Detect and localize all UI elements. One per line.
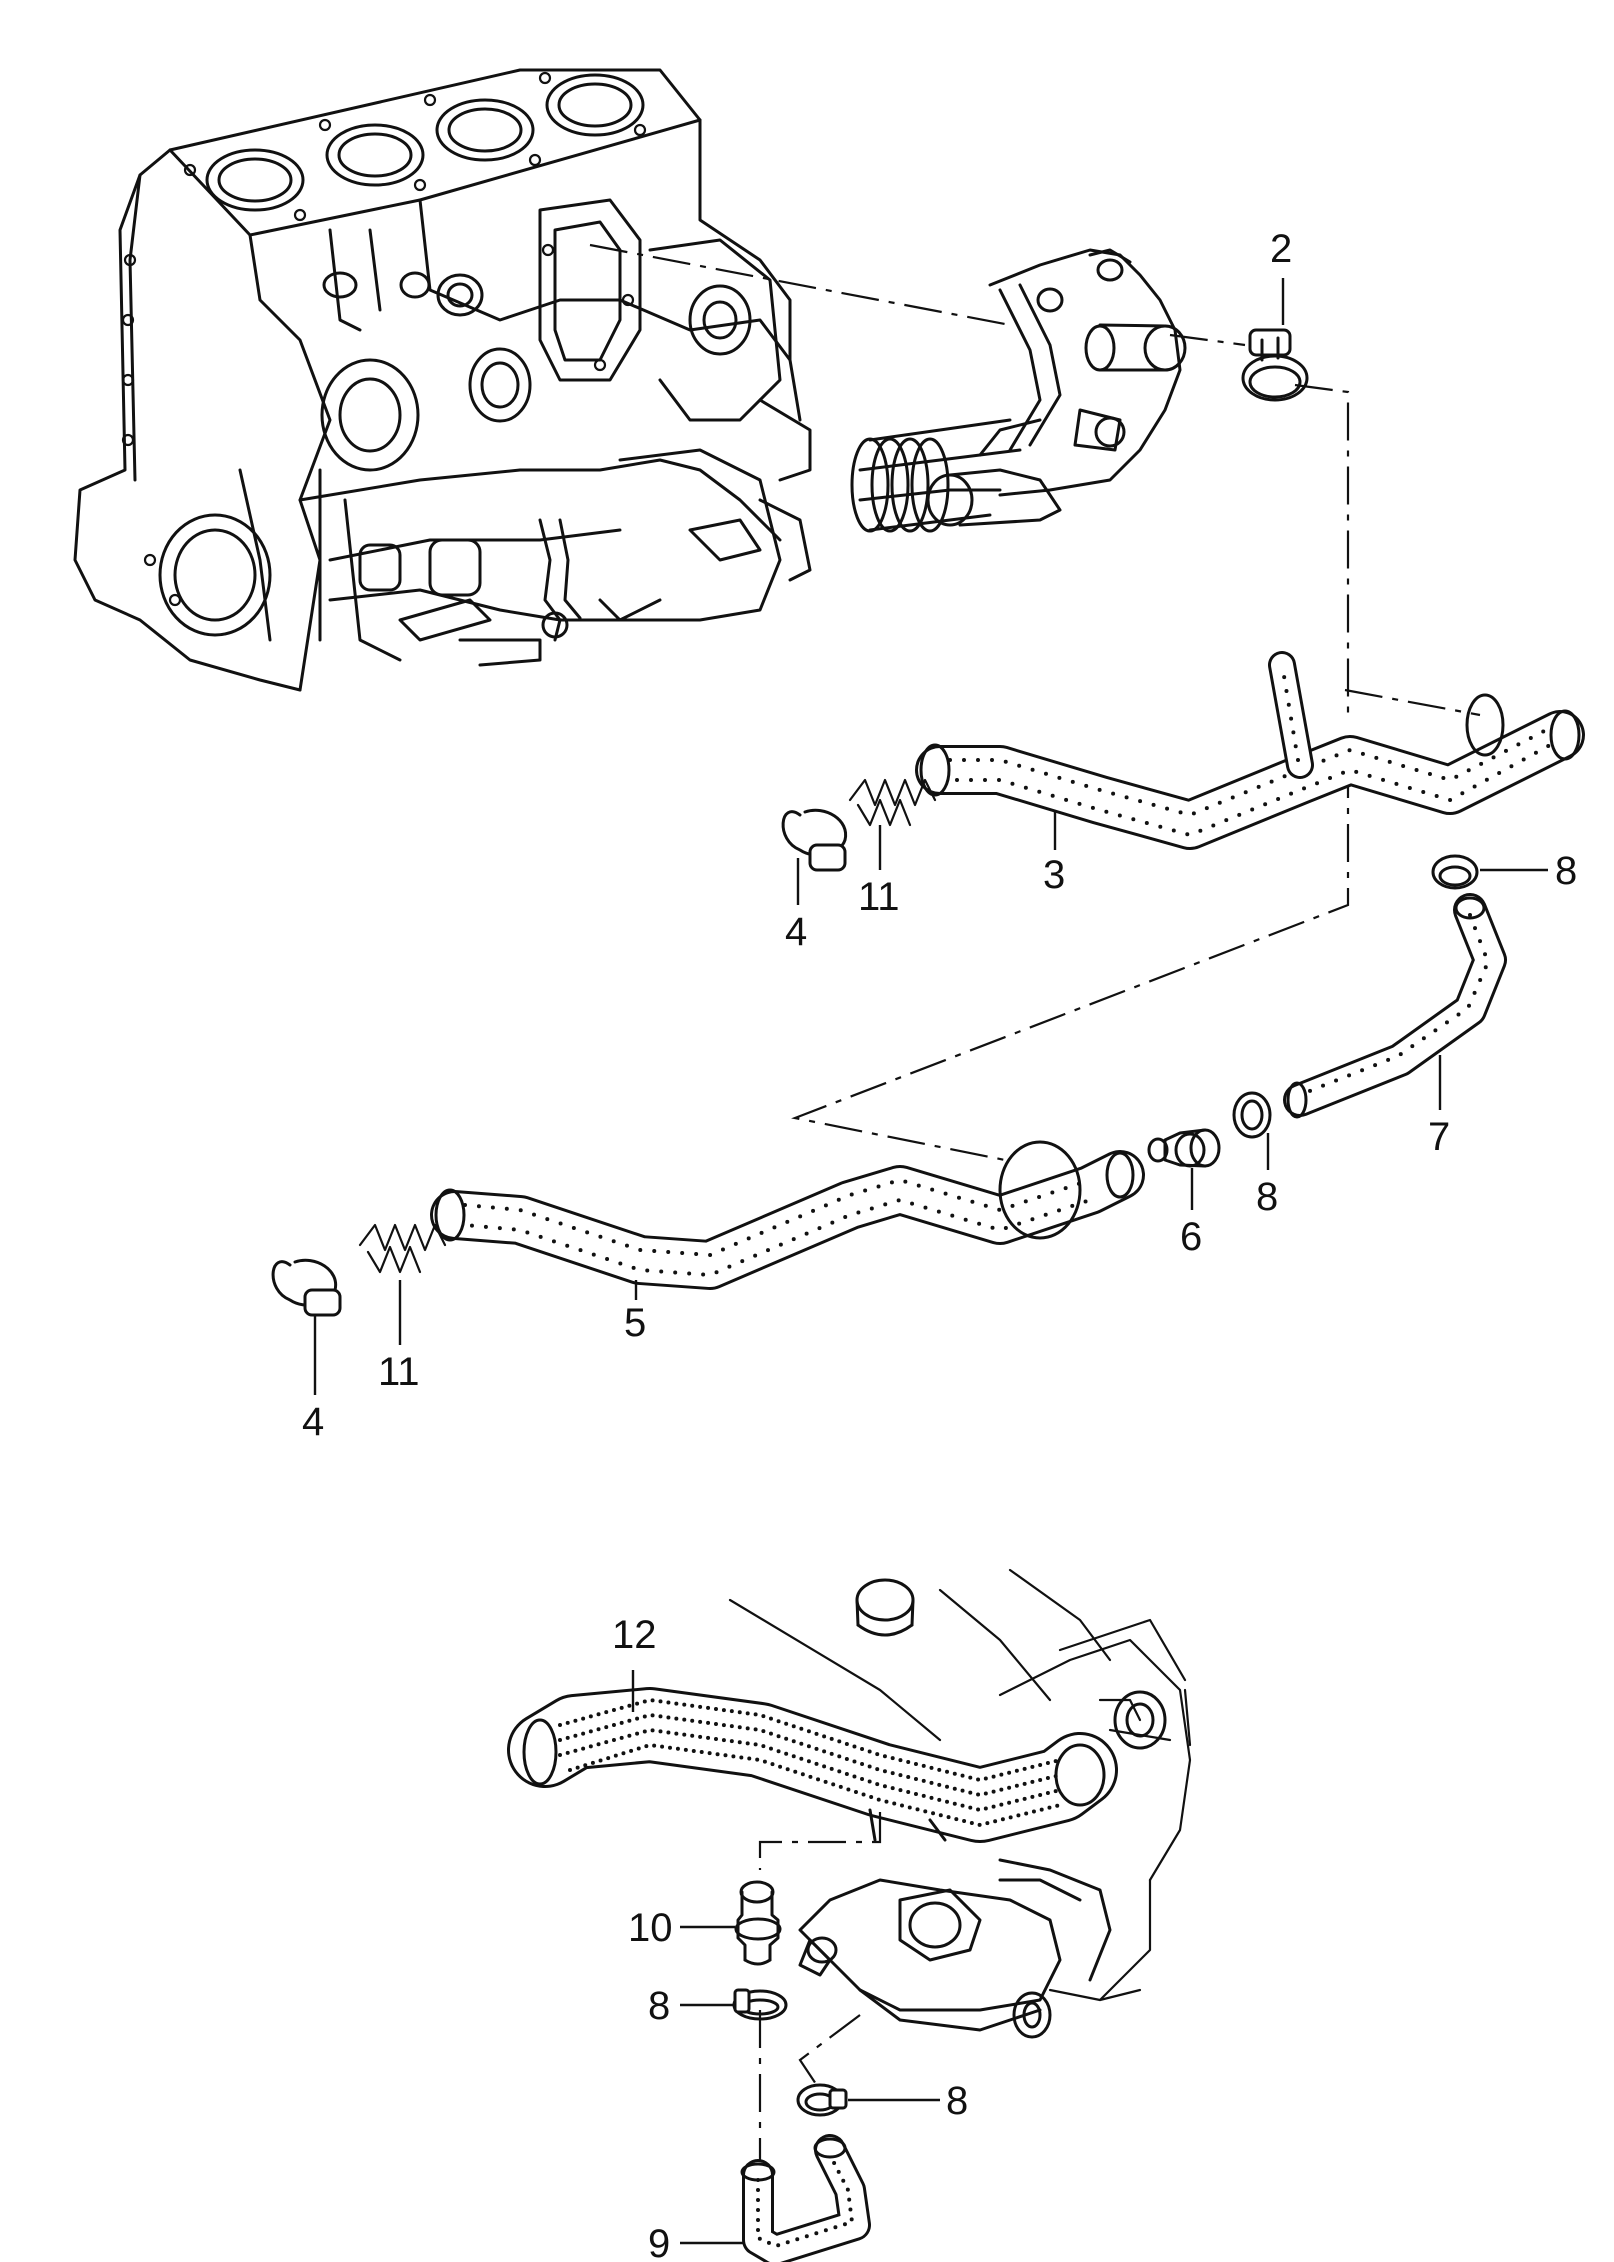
- guide-line-vertical-to-hose5: [791, 760, 1350, 1162]
- coolant-flange-housing: [850, 248, 1187, 533]
- guide-line-flange-to-clamp: [798, 2014, 861, 2091]
- leader-lines: [313, 278, 1548, 2245]
- guide-line-hose12-to-connector: [758, 1812, 882, 1870]
- label-part-8-lower-right: 8: [946, 2079, 968, 2123]
- label-part-2: 2: [1270, 227, 1292, 271]
- hose-clamp-part-2: [1241, 328, 1309, 402]
- label-part-10: 10: [628, 1906, 673, 1950]
- label-part-9: 9: [648, 2222, 670, 2262]
- guide-line-clamp-to-hose3: [1294, 383, 1350, 720]
- connector-part-10: [734, 1880, 782, 1966]
- coolant-hose-part-9: [740, 2134, 871, 2262]
- hose-clamp-part-4-upper: [781, 808, 848, 872]
- label-part-4-upper: 4: [785, 910, 807, 954]
- label-part-11-upper: 11: [858, 875, 900, 919]
- coolant-hose-part-7: [1283, 893, 1507, 1119]
- coolant-hose-part-3: [915, 651, 1585, 850]
- hose-clamp-part-8-top: [1431, 854, 1479, 890]
- label-part-12: 12: [612, 1613, 657, 1657]
- label-part-8-middle: 8: [1256, 1175, 1278, 1219]
- connector-part-6: [1147, 1128, 1221, 1168]
- hose-clamp-part-4-lower: [271, 1258, 342, 1317]
- guide-line-hose3-right: [1344, 688, 1481, 717]
- hose-clamp-part-8-lower-left: [732, 1988, 788, 2021]
- spring-part-11-upper: [848, 778, 937, 827]
- label-part-7: 7: [1428, 1115, 1450, 1159]
- label-part-11-lower: 11: [378, 1350, 420, 1394]
- coolant-hose-part-12: [507, 1687, 1118, 1843]
- spring-part-11-lower: [358, 1223, 447, 1274]
- guide-line-block-to-housing: [589, 243, 1011, 327]
- label-part-6: 6: [1180, 1215, 1202, 1259]
- label-part-8-lower-left: 8: [648, 1984, 670, 2028]
- label-part-4-lower: 4: [302, 1400, 324, 1444]
- label-part-8-top: 8: [1555, 849, 1577, 893]
- label-part-5: 5: [624, 1301, 646, 1345]
- label-part-3: 3: [1043, 853, 1065, 897]
- lower-assembly-background: [728, 1568, 1192, 2039]
- engine-block: [73, 68, 812, 692]
- hose-clamp-part-8-middle: [1232, 1091, 1272, 1139]
- hose-clamp-part-8-lower-right: [796, 2083, 848, 2117]
- coolant-hose-part-5: [430, 1140, 1145, 1290]
